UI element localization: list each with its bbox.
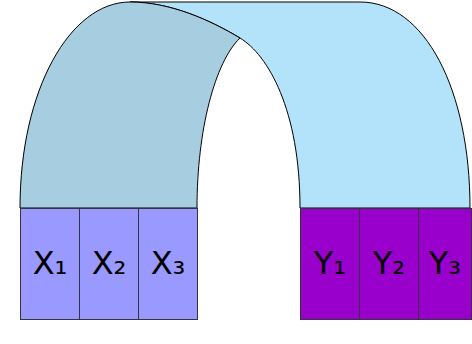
variable-label: X₂ xyxy=(92,246,127,281)
variable-box: Y₃ xyxy=(418,208,472,320)
variable-label: Y₁ xyxy=(314,246,346,281)
variable-box: X₃ xyxy=(138,208,198,320)
arch-front-face xyxy=(20,2,240,208)
variable-box: X₁ xyxy=(20,208,80,320)
variable-box: Y₂ xyxy=(359,208,419,320)
variable-box: X₂ xyxy=(79,208,139,320)
variable-label: Y₃ xyxy=(429,246,461,281)
variable-label: X₁ xyxy=(33,246,68,281)
variable-label: X₃ xyxy=(151,246,186,281)
variable-box: Y₁ xyxy=(300,208,360,320)
variable-label: Y₂ xyxy=(373,246,405,281)
